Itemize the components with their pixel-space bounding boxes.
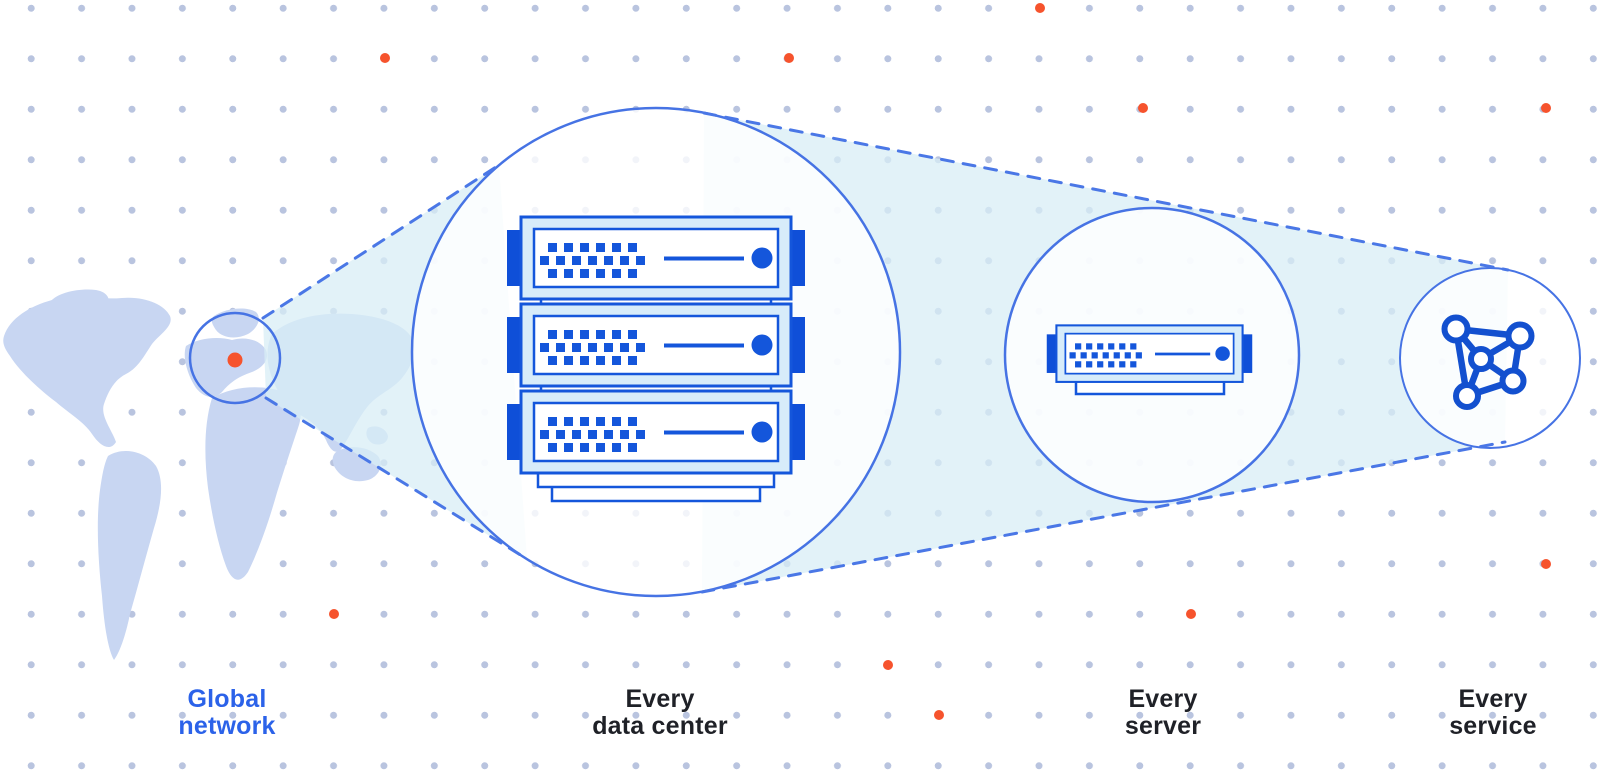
server-unit (506, 215, 806, 301)
orange-dot (1035, 3, 1045, 13)
label-line: Every (1458, 685, 1528, 713)
label-every-data-center: Every data center (555, 686, 765, 739)
orange-dot (1541, 103, 1551, 113)
orange-dot (934, 710, 944, 720)
label-line: server (1124, 711, 1202, 740)
orange-dot (883, 660, 893, 670)
network-mesh-icon (1441, 314, 1535, 410)
map-focus-circle (188, 311, 282, 405)
label-line: network (178, 711, 276, 740)
label-line: data center (592, 711, 728, 740)
label-every-service: Every service (1388, 686, 1598, 739)
server-unit (506, 389, 806, 475)
label-every-server: Every server (1058, 686, 1268, 739)
orange-dot (329, 609, 339, 619)
orange-dot (784, 53, 794, 63)
orange-dot (1138, 103, 1148, 113)
zoom-guide-line (700, 440, 1507, 594)
label-line: Every (1128, 685, 1198, 713)
orange-dot-group (227, 3, 1551, 720)
label-line: Global (187, 685, 267, 713)
orange-dot (1541, 559, 1551, 569)
server-rack-icon (506, 215, 806, 503)
orange-dot (380, 53, 390, 63)
server-unit (506, 302, 806, 388)
orange-dot (1186, 609, 1196, 619)
label-line: service (1449, 711, 1537, 740)
zoom-guide-line (264, 396, 529, 561)
zoom-guide-line (261, 163, 501, 320)
label-line: Every (625, 685, 695, 713)
server-unit (1046, 324, 1253, 384)
server-icon (1046, 324, 1253, 396)
map-location-dot (227, 352, 243, 368)
zoom-guide-line (702, 111, 1510, 272)
label-global-network: Global network (137, 686, 317, 739)
